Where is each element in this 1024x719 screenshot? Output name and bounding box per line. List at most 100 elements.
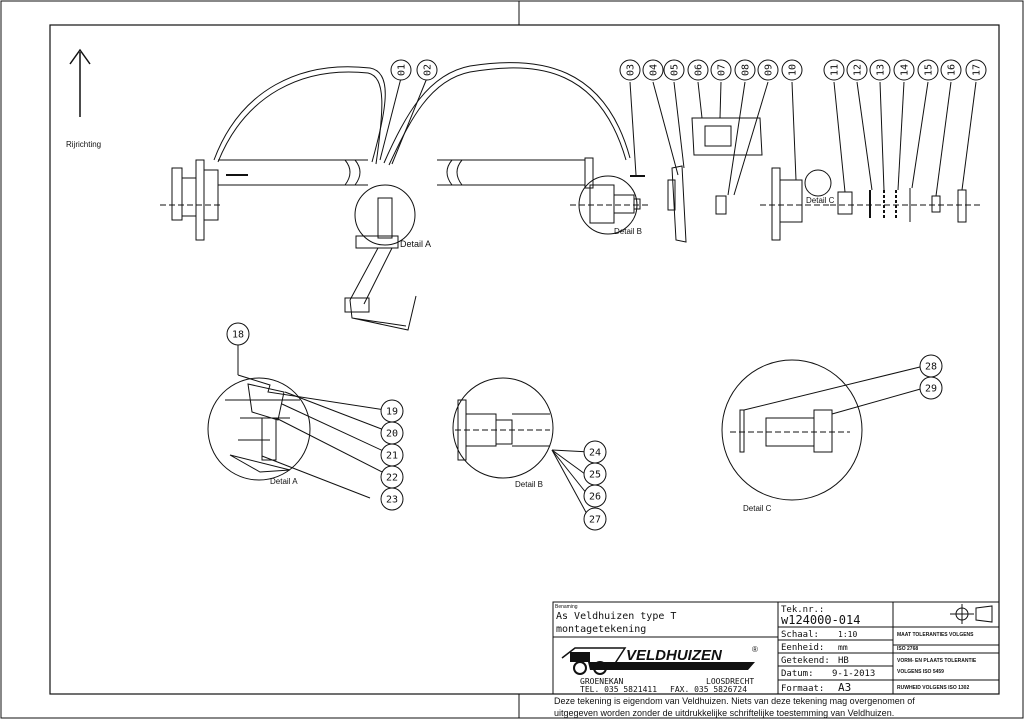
part-balloons-top: [379, 77, 977, 197]
part-balloon-06: 06: [687, 59, 709, 81]
part-balloon-19-number: 19: [386, 407, 398, 418]
detail-c-view: [721, 359, 925, 501]
part-balloon-05: 05: [663, 59, 685, 81]
part-balloon-08-number: 08: [741, 64, 752, 76]
phone-number: TEL. 035 5821411: [580, 685, 657, 694]
part-balloon-23-number: 23: [386, 495, 398, 506]
detail-b-view: [452, 377, 591, 517]
part-balloon-01-number: 01: [397, 64, 408, 76]
part-balloon-17: 17: [965, 59, 987, 81]
balloons-top-group: 01 02 03 04 05 06 07 08 09 10 11 12 13 14 15 16 17: [390, 59, 987, 81]
schaal-value: 1:10: [838, 630, 857, 639]
direction-arrow: [69, 48, 91, 117]
part-balloon-24-number: 24: [589, 448, 601, 459]
part-balloon-13-number: 13: [876, 64, 887, 76]
part-balloon-21: 21: [380, 443, 404, 467]
footer-line-2: uitgegeven worden zonder de uitdrukkelij…: [554, 708, 894, 718]
part-balloon-25-number: 25: [589, 470, 601, 481]
detail-a-label: Detail A: [270, 477, 298, 486]
part-balloon-03: 03: [619, 59, 641, 81]
formaat-value: A3: [838, 681, 851, 694]
part-balloon-02: 02: [416, 59, 438, 81]
part-balloon-21-number: 21: [386, 451, 398, 462]
part-balloon-27: 27: [583, 507, 607, 531]
part-balloon-17-number: 17: [972, 64, 983, 76]
direction-label: Rijrichting: [66, 140, 101, 149]
title-block-frame: [552, 601, 1000, 695]
datum-label: Datum:: [781, 669, 814, 679]
part-balloon-12: 12: [846, 59, 868, 81]
eenheid-label: Eenheid:: [781, 643, 824, 653]
part-balloon-27-number: 27: [589, 515, 601, 526]
company-name: VELDHUIZEN: [626, 647, 723, 664]
part-balloon-12-number: 12: [853, 64, 864, 76]
drawing-frame: [49, 24, 1000, 695]
part-balloon-29-number: 29: [925, 384, 937, 395]
formaat-label: Formaat:: [781, 684, 824, 694]
part-balloon-19: 19: [380, 399, 404, 423]
part-balloon-03-number: 03: [626, 64, 637, 76]
detail-a-view: [207, 335, 393, 499]
axle-assembly: [160, 62, 980, 331]
title-line-1: As Veldhuizen type T: [556, 611, 676, 622]
benaming-label: Benaming: [555, 604, 578, 610]
city-right: LOOSDRECHT: [706, 677, 754, 686]
part-balloon-10: 10: [781, 59, 803, 81]
part-balloon-23: 23: [380, 487, 404, 511]
part-balloon-28: 28: [919, 354, 943, 378]
part-balloon-11-number: 11: [830, 64, 841, 76]
part-balloon-11: 11: [823, 59, 845, 81]
detail-c-label: Detail C: [743, 504, 772, 513]
part-balloon-01: 01: [390, 59, 412, 81]
getekend-value: HB: [838, 656, 849, 666]
part-balloon-06-number: 06: [694, 64, 705, 76]
tolerance-3: RUWHEID VOLGENS ISO 1302: [897, 685, 969, 691]
tolerance-2-line-2: VOLGENS ISO 5459: [897, 669, 944, 675]
schaal-label: Schaal:: [781, 630, 819, 640]
part-balloon-18: 18: [226, 322, 250, 346]
part-balloon-16-number: 16: [947, 64, 958, 76]
part-balloon-26-number: 26: [589, 492, 601, 503]
part-balloon-16: 16: [940, 59, 962, 81]
tolerance-1-line-2: ISO 2768: [897, 646, 918, 652]
part-balloon-29: 29: [919, 376, 943, 400]
part-balloon-04-number: 04: [649, 64, 660, 76]
fax-number: FAX. 035 5826724: [670, 685, 747, 694]
part-balloon-20: 20: [380, 421, 404, 445]
registered-mark: ®: [752, 645, 758, 654]
part-balloon-09-number: 09: [764, 64, 775, 76]
balloons-detail-group: 18 19 20 21 22 23 24 25 26 27 28 29: [226, 322, 943, 531]
teknr-label: Tek.nr.:: [781, 605, 824, 615]
company-logo: VELDHUIZEN ®: [561, 645, 758, 675]
part-balloon-02-number: 02: [423, 64, 434, 76]
part-balloon-26: 26: [583, 484, 607, 508]
part-balloon-10-number: 10: [788, 64, 799, 76]
part-balloon-07: 07: [710, 59, 732, 81]
part-balloon-22-number: 22: [386, 473, 398, 484]
tolerance-2-line-1: VORM- EN PLAATS TOLERANTIE: [897, 658, 977, 664]
tolerance-1-line-1: MAAT TOLERANTIES VOLGENS: [897, 632, 974, 638]
footer-line-1: Deze tekening is eigendom van Veldhuizen…: [554, 696, 915, 706]
part-balloon-22: 22: [380, 465, 404, 489]
part-balloon-24: 24: [583, 440, 607, 464]
part-balloon-05-number: 05: [670, 64, 681, 76]
city-left: GROENEKAN: [580, 677, 624, 686]
eenheid-value: mm: [838, 643, 848, 652]
part-balloon-09: 09: [757, 59, 779, 81]
part-balloon-18-number: 18: [232, 330, 244, 341]
detail-b-label-top: Detail B: [614, 227, 642, 236]
detail-c-label-top: Detail C: [806, 196, 835, 205]
detail-a-label-top: Detail A: [400, 239, 431, 249]
part-balloon-15: 15: [917, 59, 939, 81]
part-balloon-14-number: 14: [900, 64, 911, 76]
part-balloon-08: 08: [734, 59, 756, 81]
detail-b-label: Detail B: [515, 480, 543, 489]
part-balloon-07-number: 07: [717, 64, 728, 76]
part-balloon-28-number: 28: [925, 362, 937, 373]
part-balloon-13: 13: [869, 59, 891, 81]
part-balloon-04: 04: [642, 59, 664, 81]
part-balloon-20-number: 20: [386, 429, 398, 440]
part-balloon-25: 25: [583, 462, 607, 486]
